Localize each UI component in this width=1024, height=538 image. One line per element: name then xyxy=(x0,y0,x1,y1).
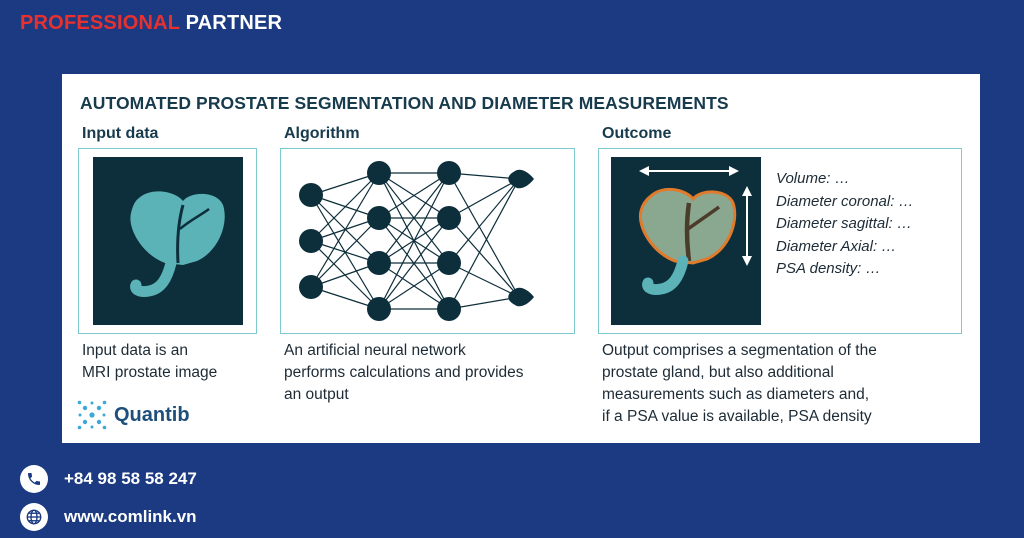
globe-icon xyxy=(20,503,48,531)
network-connection xyxy=(378,262,450,310)
neural-network-diagram xyxy=(299,161,534,321)
algorithm-desc-line: An artificial neural network xyxy=(284,342,466,359)
network-connection xyxy=(310,262,380,288)
algorithm-panel xyxy=(280,148,575,334)
network-connection xyxy=(448,178,520,264)
input-node xyxy=(299,275,323,299)
input-panel xyxy=(78,148,257,334)
hidden-node xyxy=(437,251,461,275)
hidden-node xyxy=(367,297,391,321)
hidden-node xyxy=(437,161,461,185)
outcome-desc-line: prostate gland, but also additional xyxy=(602,364,834,381)
network-connection xyxy=(378,217,450,310)
algorithm-heading: Algorithm xyxy=(284,125,360,142)
measurement-diameter-axial: Diameter Axial: … xyxy=(776,237,897,255)
card-title: AUTOMATED PROSTATE SEGMENTATION AND DIAM… xyxy=(80,93,729,113)
input-heading: Input data xyxy=(82,125,159,142)
hidden-node xyxy=(437,206,461,230)
algorithm-desc-line: performs calculations and provides xyxy=(284,364,524,381)
algorithm-description: An artificial neural network performs ca… xyxy=(284,340,524,406)
phone-number: +84 98 58 58 247 xyxy=(64,469,197,488)
algorithm-desc-line: an output xyxy=(284,386,349,403)
vertical-diameter-arrow xyxy=(742,186,752,266)
measurement-volume: Volume: … xyxy=(776,170,850,187)
network-connection xyxy=(448,172,520,298)
outcome-desc-line: measurements such as diameters and, xyxy=(602,386,870,403)
contact-phone[interactable]: +84 98 58 58 247 xyxy=(20,465,197,493)
network-connection xyxy=(378,172,450,264)
horizontal-diameter-arrow xyxy=(639,166,739,176)
input-description: Input data is an MRI prostate image xyxy=(82,340,217,384)
network-connection xyxy=(378,172,450,219)
output-node xyxy=(508,287,534,307)
network-connection xyxy=(310,172,380,242)
infographic-card: AUTOMATED PROSTATE SEGMENTATION AND DIAM… xyxy=(62,74,980,443)
input-desc-line: Input data is an xyxy=(82,342,188,359)
measurement-list: Volume: … Diameter coronal: … Diameter s… xyxy=(776,168,914,281)
outcome-desc-line: Output comprises a segmentation of the xyxy=(602,342,877,359)
measurement-psa-density: PSA density: … xyxy=(776,260,881,277)
segmentation-image xyxy=(611,157,761,325)
input-node xyxy=(299,183,323,207)
mri-prostate-image xyxy=(93,157,243,325)
input-node xyxy=(299,229,323,253)
phone-icon xyxy=(20,465,48,493)
measurement-diameter-sagittal: Diameter sagittal: … xyxy=(776,215,912,232)
network-connection xyxy=(448,217,520,298)
outcome-panel xyxy=(598,148,962,334)
brand-professional: PROFESSIONAL xyxy=(20,12,180,34)
brand-header: PROFESSIONAL PARTNER xyxy=(20,12,282,35)
network-connection xyxy=(378,172,450,310)
network-connection xyxy=(448,178,520,310)
network-connection xyxy=(448,262,520,298)
hidden-node xyxy=(437,297,461,321)
measurement-diameter-coronal: Diameter coronal: … xyxy=(776,192,914,210)
quantib-logo: Quantib xyxy=(76,399,190,431)
network-connection xyxy=(310,172,380,288)
quantib-logo-text: Quantib xyxy=(114,403,190,426)
website-url: www.comlink.vn xyxy=(64,507,197,526)
contact-website[interactable]: www.comlink.vn xyxy=(20,503,197,531)
quantib-logo-icon xyxy=(77,400,107,430)
hidden-node xyxy=(367,206,391,230)
output-node xyxy=(508,169,534,189)
hidden-node xyxy=(367,251,391,275)
input-desc-line: MRI prostate image xyxy=(82,364,218,381)
outcome-description: Output comprises a segmentation of the p… xyxy=(602,340,877,428)
outcome-desc-line: if a PSA value is available, PSA density xyxy=(602,408,872,425)
network-connection xyxy=(448,178,520,219)
outcome-heading: Outcome xyxy=(602,125,672,142)
hidden-node xyxy=(367,161,391,185)
network-connection xyxy=(310,217,380,288)
network-connections xyxy=(310,172,520,310)
brand-partner: PARTNER xyxy=(185,12,283,34)
